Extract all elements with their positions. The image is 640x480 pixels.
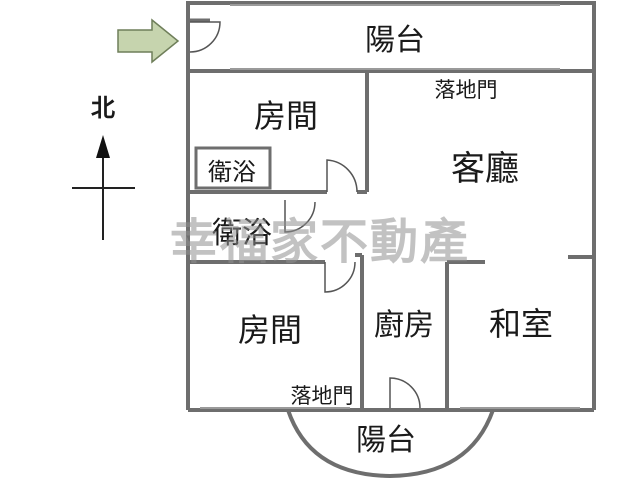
- entrance-arrow-icon: [117, 18, 180, 64]
- compass: 北: [72, 94, 135, 240]
- doors: [189, 21, 421, 409]
- tatami-room-label: 和室: [489, 305, 553, 343]
- kitchen-label: 廚房: [374, 308, 434, 343]
- north-arrow-icon: [96, 135, 110, 158]
- balcony-bottom-label: 陽台: [356, 423, 416, 458]
- french-door-top-label: 落地門: [435, 78, 498, 102]
- living-room-label: 客廳: [451, 149, 519, 189]
- french-door-bottom-label: 落地門: [291, 384, 354, 408]
- balcony-top-label: 陽台: [365, 23, 425, 58]
- bedroom-bottom-label: 房間: [238, 311, 302, 349]
- bedroom-top-label: 房間: [254, 97, 318, 135]
- walls: [186, 1, 596, 412]
- bath-small-label: 衛浴: [208, 158, 256, 186]
- north-label: 北: [91, 94, 115, 122]
- openings: [200, 4, 580, 409]
- bath-mid-label: 衛浴: [212, 216, 272, 251]
- watermark: 幸福家不動產: [170, 214, 470, 270]
- bottom-balcony-bay: [286, 409, 495, 479]
